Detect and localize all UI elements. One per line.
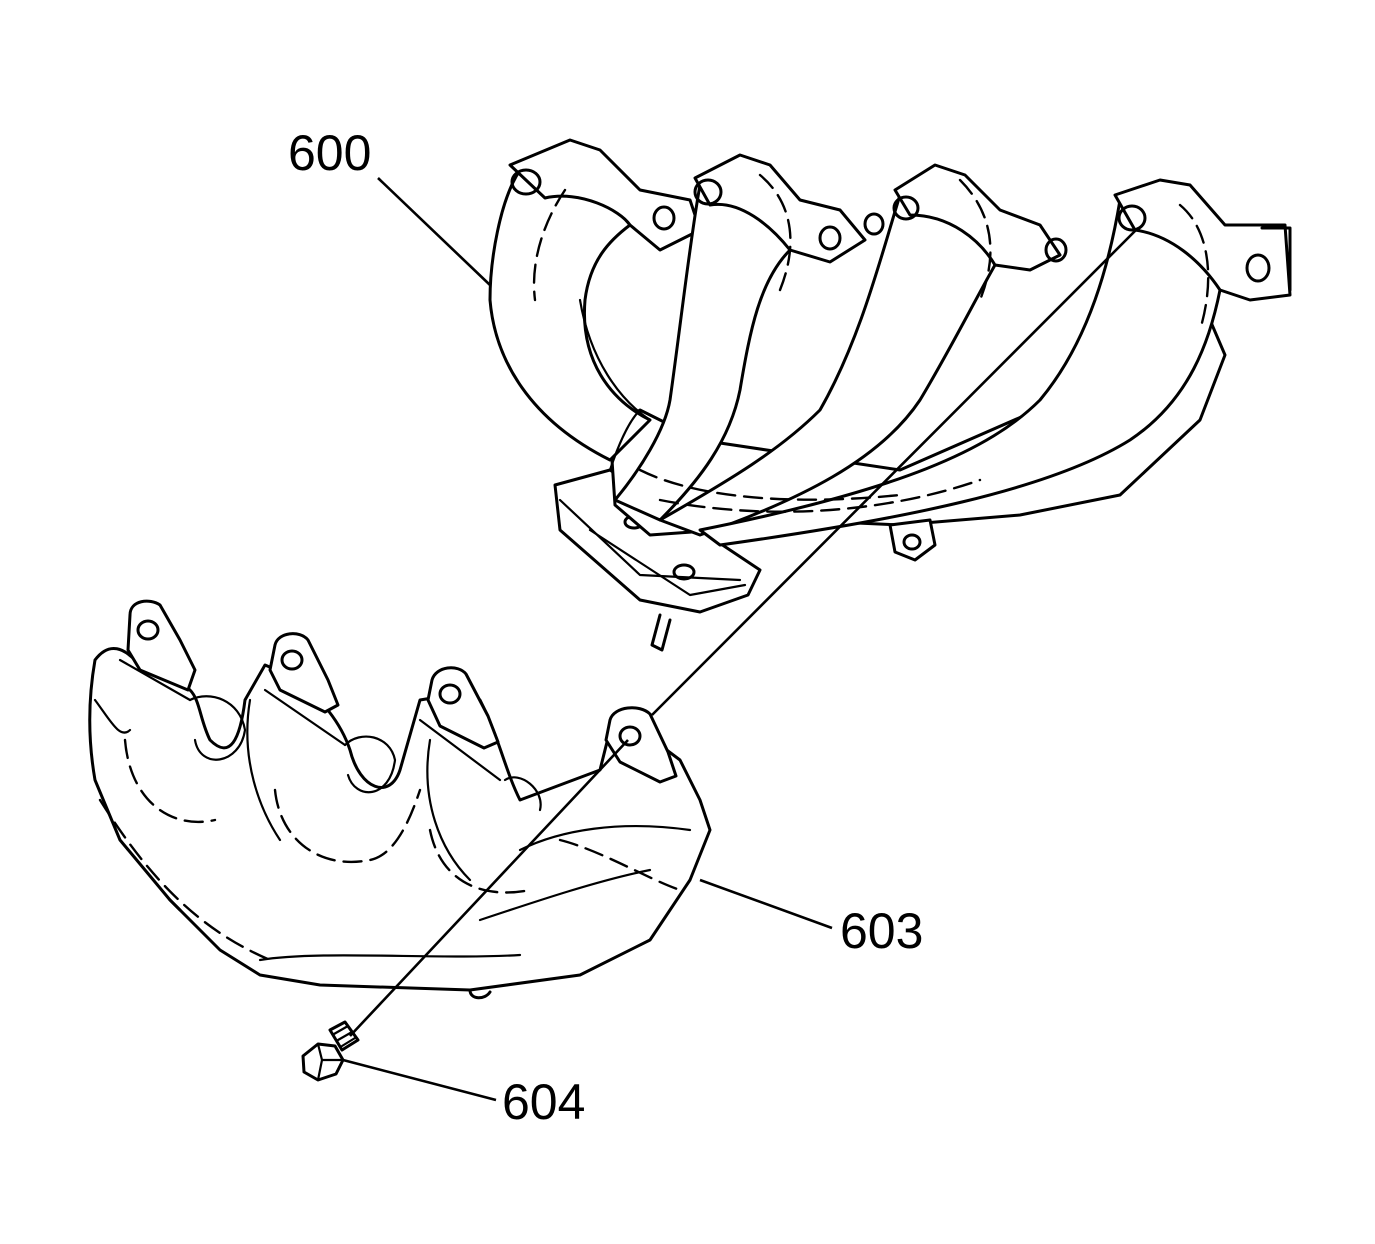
bolt-axis-line [349, 227, 1139, 1037]
leader-604 [342, 1058, 497, 1102]
bolt [301, 1020, 360, 1082]
heat-shield-tab-1 [126, 599, 197, 692]
callout-603: 603 [840, 903, 924, 959]
heat-shield-tab-3 [426, 666, 500, 750]
callout-604: 604 [502, 1074, 586, 1130]
heat-shield-tab-4 [604, 706, 678, 784]
heat-shield-body [88, 647, 712, 992]
heat-shield [88, 599, 712, 1000]
leader-603 [699, 878, 833, 930]
manifold-lower-ear [888, 518, 937, 562]
bolt-head [301, 1042, 345, 1082]
exhaust-manifold [488, 138, 1292, 652]
callout-600: 600 [288, 125, 372, 181]
leader-600 [377, 177, 491, 286]
